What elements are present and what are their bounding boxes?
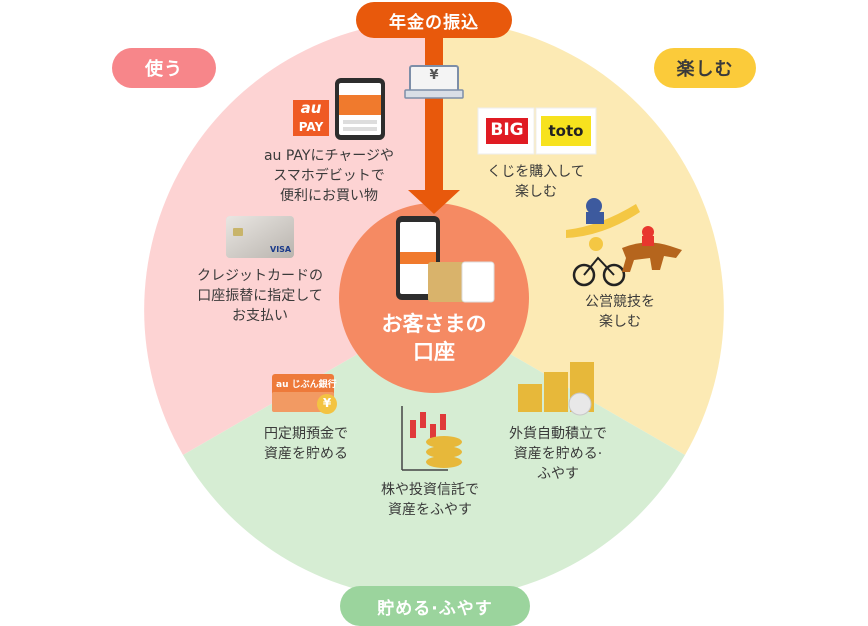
toto-logo-text: toto: [548, 122, 584, 140]
passbook-yen-icon: ¥: [322, 396, 332, 410]
au-pay-logo-au: au: [300, 99, 322, 117]
center-card-icon: [428, 261, 495, 303]
toto-logo: [535, 107, 597, 155]
credit-card-icon: [226, 216, 294, 258]
au-pay-logo: [293, 100, 329, 136]
time-deposit-label: 円定期預金で 資産を貯める: [264, 426, 348, 462]
horse-racing-icon: [622, 226, 682, 272]
fx-savings-label: 外貨自動積立で 資産を貯める· ふやす: [509, 426, 607, 482]
au-pay-label: au PAYにチャージや スマホデビットで 便利にお買い物: [263, 148, 395, 204]
big-logo-text: BIG: [490, 120, 524, 140]
customer-account-label: お客さまの 口座: [381, 312, 487, 364]
boat-racing-icon: [566, 198, 640, 238]
au-pay-logo-pay: PAY: [298, 120, 324, 134]
big-logo: [477, 107, 535, 155]
coin-stacks-icon: [518, 362, 594, 416]
pension-deposit-label: 年金の振込: [356, 2, 512, 38]
stocks-label: 株や投資信託で 資産をふやす: [381, 482, 479, 518]
atm-icon: [404, 65, 464, 99]
card-brand: VISA: [270, 245, 292, 254]
au-pay-phone-icon: [335, 78, 385, 140]
atm-yen-symbol: ¥: [429, 68, 439, 83]
cycling-icon: [572, 237, 626, 287]
category-use-label: 使う: [112, 48, 216, 88]
category-enjoy-label: 楽しむ: [654, 48, 756, 88]
stock-chart-icon: [401, 406, 462, 471]
flow-arrow-head: [408, 190, 460, 214]
flow-arrow-shaft: [425, 34, 443, 194]
racing-label: 公営競技を 楽しむ: [585, 294, 655, 330]
credit-card-label: クレジットカードの 口座振替に指定して お支払い: [197, 268, 323, 324]
lottery-label: くじを購入して 楽しむ: [487, 164, 585, 200]
category-save-label: 貯める·ふやす: [340, 586, 530, 626]
passbook-icon: [272, 374, 337, 414]
passbook-title: au じぶん銀行: [276, 380, 337, 390]
